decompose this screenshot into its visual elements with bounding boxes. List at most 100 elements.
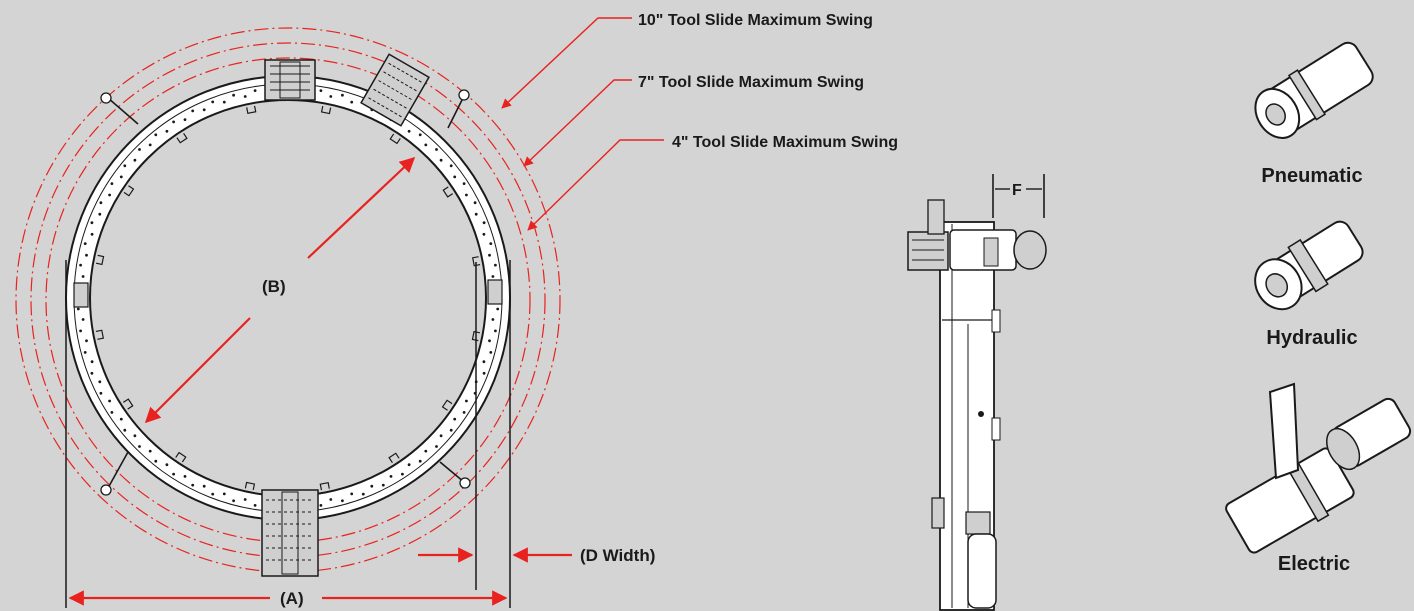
- ring-clip: [471, 256, 481, 267]
- bolt-hole: [370, 484, 374, 488]
- hydraulic-motor-icon: [1254, 220, 1364, 311]
- bolt-hole: [85, 339, 88, 343]
- ring-bore: [89, 99, 487, 497]
- side-tool-head: [907, 231, 949, 271]
- ring-clip: [95, 329, 105, 340]
- bolt-hole: [81, 275, 85, 278]
- bolt-hole: [489, 242, 493, 246]
- bolt-hole: [232, 93, 236, 97]
- bolt-hole: [165, 129, 169, 133]
- bolt-hole: [133, 158, 137, 162]
- bolt-hole: [172, 472, 176, 476]
- bolt-hole: [491, 318, 495, 321]
- bolt-hole: [488, 253, 491, 257]
- bolt-hole: [494, 329, 497, 333]
- bolt-hole: [191, 483, 195, 487]
- tie-arm-upper-right: [447, 89, 470, 129]
- motor-option-hydraulic: Hydraulic: [1254, 220, 1364, 349]
- left-bearing-block: [73, 282, 89, 308]
- ring-clip: [388, 452, 400, 464]
- bolt-hole: [108, 399, 111, 403]
- bolt-hole: [85, 253, 88, 257]
- bolt-hole: [211, 492, 215, 496]
- bolt-hole: [439, 434, 443, 438]
- bolt-hole: [474, 212, 478, 216]
- bolt-hole: [491, 275, 495, 278]
- dimension-b: (B): [144, 156, 416, 424]
- bolt-hole: [98, 212, 102, 216]
- leader-10in: [501, 17, 632, 109]
- bolt-hole: [435, 148, 438, 151]
- ring-clip: [389, 133, 401, 145]
- bolt-hole: [418, 459, 422, 463]
- bolt-hole: [79, 263, 82, 267]
- bolt-hole: [123, 164, 127, 168]
- tie-arm-upper-left: [100, 92, 139, 125]
- dimension-a: (A): [65, 260, 511, 608]
- bolt-hole: [108, 193, 111, 197]
- bolt-hole: [253, 89, 257, 92]
- bolt-hole: [83, 242, 87, 246]
- ring-clip: [442, 186, 454, 198]
- bolt-hole: [76, 307, 80, 311]
- bolt-hole: [232, 499, 236, 503]
- bolt-hole: [494, 263, 497, 267]
- bolt-hole: [133, 434, 137, 438]
- bolt-hole: [154, 133, 158, 137]
- electric-motor-icon: [1225, 382, 1412, 554]
- bolt-hole: [90, 360, 94, 364]
- bolt-hole: [165, 463, 169, 467]
- bolt-hole: [350, 492, 354, 496]
- bolt-hole: [202, 108, 206, 112]
- bolt-hole: [119, 417, 123, 421]
- bolt-hole: [453, 417, 457, 421]
- side-motor: [949, 229, 1017, 271]
- ring-clip: [320, 105, 332, 115]
- right-bearing-block: [487, 279, 503, 305]
- bolt-hole: [381, 483, 385, 487]
- bolt-hole: [191, 109, 195, 113]
- pneumatic-motor-icon: [1254, 41, 1374, 139]
- bolt-hole: [439, 158, 443, 162]
- ring-clip: [175, 451, 187, 463]
- ring-clip: [246, 105, 257, 115]
- label-4in-swing: 4" Tool Slide Maximum Swing: [672, 134, 898, 151]
- label-f: F: [1012, 182, 1022, 199]
- bolt-hole: [148, 449, 152, 453]
- label-d-width: (D Width): [580, 546, 655, 565]
- bolt-hole: [243, 498, 247, 501]
- tie-arm-lower-left: [100, 451, 129, 496]
- ring-bolt-holes: [76, 86, 500, 510]
- bolt-hole: [489, 351, 493, 354]
- label-a: (A): [280, 589, 304, 608]
- bolt-hole: [99, 391, 103, 395]
- bolt-hole: [407, 129, 411, 133]
- bolt-hole: [361, 492, 365, 496]
- bolt-hole: [453, 175, 457, 179]
- leader-4in: [527, 139, 664, 231]
- bolt-hole: [222, 100, 226, 104]
- bolt-hole: [148, 143, 152, 147]
- bolt-hole: [99, 201, 103, 205]
- bolt-hole: [449, 428, 453, 432]
- bolt-hole: [465, 193, 468, 197]
- label-pneumatic: Pneumatic: [1261, 165, 1362, 187]
- bolt-hole: [482, 232, 486, 236]
- bolt-hole: [138, 445, 141, 448]
- bolt-hole: [183, 475, 187, 478]
- bolt-hole: [119, 175, 123, 179]
- ring-clip: [319, 481, 330, 491]
- ring-clip: [176, 132, 188, 144]
- bolt-hole: [407, 463, 411, 467]
- bolt-hole: [154, 459, 158, 463]
- bolt-hole: [465, 399, 468, 403]
- bolt-hole: [482, 371, 486, 375]
- label-b: (B): [262, 277, 286, 296]
- bolt-hole: [90, 232, 94, 236]
- bolt-hole: [350, 100, 354, 104]
- bolt-hole: [83, 351, 87, 354]
- bolt-hole: [418, 133, 422, 137]
- split-frame-ring-front-view: [15, 27, 561, 577]
- ring-clip: [95, 254, 105, 266]
- bolt-hole: [462, 411, 466, 414]
